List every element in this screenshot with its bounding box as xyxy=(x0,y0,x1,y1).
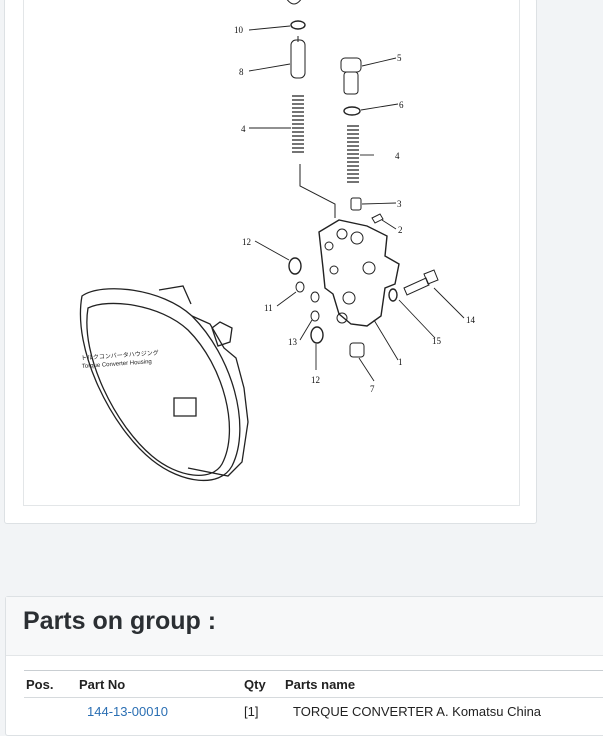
diagram-card: 10 8 5 6 4 4 3 2 12 11 13 12 7 1 15 14 ト… xyxy=(4,0,537,524)
callout-4-right: 4 xyxy=(395,151,400,161)
cell-qty: [1] xyxy=(244,704,259,719)
callout-10: 10 xyxy=(234,25,244,35)
cell-pos xyxy=(24,698,79,724)
callout-14: 14 xyxy=(466,315,476,325)
callout-2: 2 xyxy=(398,225,403,235)
table-row: 144-13-00010 [1] TORQUE CONVERTER A. Kom… xyxy=(24,698,603,724)
exploded-view-drawing: 10 8 5 6 4 4 3 2 12 11 13 12 7 1 15 14 ト… xyxy=(79,0,476,482)
column-header-part-no: Part No xyxy=(79,670,244,698)
column-header-pos: Pos. xyxy=(24,670,79,698)
column-header-parts-name: Parts name xyxy=(285,670,603,698)
housing-label-en: Torque Converter Housing xyxy=(82,359,152,370)
table-header-row: Pos. Part No Qty Parts name xyxy=(24,670,603,698)
parts-table: Pos. Part No Qty Parts name 144-13-00010… xyxy=(24,670,603,723)
column-header-qty: Qty xyxy=(244,670,285,698)
callout-11: 11 xyxy=(264,303,273,313)
callout-7: 7 xyxy=(370,384,375,394)
callout-13: 13 xyxy=(288,337,298,347)
callout-4-left: 4 xyxy=(241,124,246,134)
callout-12-top: 12 xyxy=(242,237,251,247)
callout-3: 3 xyxy=(397,199,402,209)
parts-panel: Parts on group : Pos. Part No Qty Parts … xyxy=(5,596,603,736)
callout-1: 1 xyxy=(398,357,403,367)
callout-6: 6 xyxy=(399,100,404,110)
parts-diagram: 10 8 5 6 4 4 3 2 12 11 13 12 7 1 15 14 ト… xyxy=(23,0,520,506)
parts-title: Parts on group : xyxy=(23,607,217,635)
callout-8: 8 xyxy=(239,67,244,77)
callout-5: 5 xyxy=(397,53,402,63)
cell-parts-name: TORQUE CONVERTER A. Komatsu China xyxy=(293,704,542,719)
cell-part-no: 144-13-00010 xyxy=(79,698,244,724)
callout-12-bottom: 12 xyxy=(311,375,320,385)
callout-15: 15 xyxy=(432,336,442,346)
parts-header: Parts on group : xyxy=(6,597,603,656)
part-number-link[interactable]: 144-13-00010 xyxy=(87,704,168,719)
